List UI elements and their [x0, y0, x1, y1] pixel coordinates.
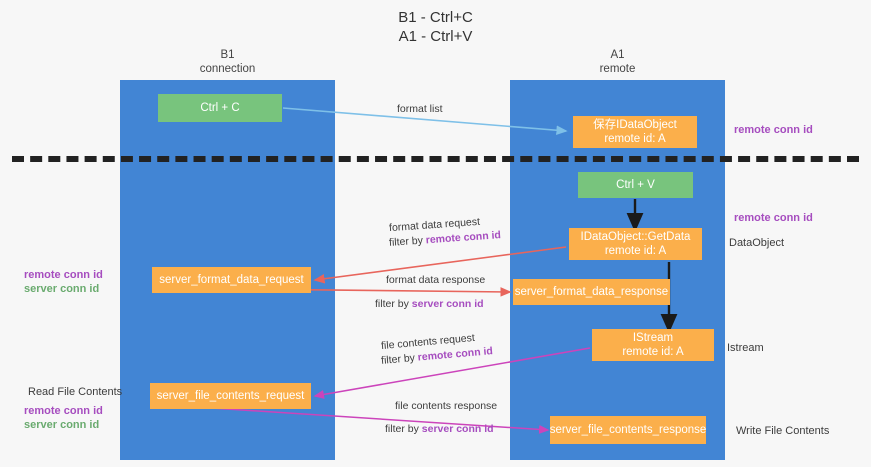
edge-file-contents-request: [313, 347, 591, 399]
side-label-dataobject: DataObject: [729, 237, 785, 249]
side-label-left-conn-ids-2: remote conn id server conn id: [24, 404, 103, 432]
node-idataobject[interactable]: 保存IDataObject remote id: A: [573, 116, 697, 148]
column-header-b1: B1 connection: [120, 48, 335, 76]
node-istream-line2: remote id: A: [622, 346, 684, 358]
side-label-write-file-contents: Write File Contents: [736, 425, 830, 437]
filter-prefix: filter by: [375, 298, 412, 310]
node-idataobject-line1: 保存IDataObject: [593, 119, 677, 131]
edge-label-format-data-response-filter: filter by server conn id: [375, 298, 484, 311]
node-server-file-contents-request[interactable]: server_file_contents_request: [150, 383, 311, 409]
edge-format-data-request: [313, 246, 567, 284]
node-getdata-line2: remote id: A: [604, 245, 667, 257]
side-label-read-file-contents: Read File Contents: [28, 386, 123, 398]
node-istream[interactable]: IStream remote id: A: [592, 329, 714, 361]
filter-prefix: filter by: [380, 351, 419, 367]
node-istream-line1: IStream: [632, 332, 674, 344]
node-getdata[interactable]: IDataObject::GetData remote id: A: [569, 228, 702, 260]
node-getdata-line1: IDataObject::GetData: [580, 231, 691, 243]
page-title-line2: A1 - Ctrl+V: [398, 28, 473, 45]
node-server-format-data-response-label: server_format_data_response: [514, 286, 669, 298]
edge-label-file-contents-response: file contents response: [395, 400, 498, 412]
edge-label-file-contents-response-filter: filter by server conn id: [385, 423, 494, 436]
page-title-line1: B1 - Ctrl+C: [398, 9, 473, 26]
edge-format-list: [282, 107, 568, 136]
edge-label-format-data-response: format data response: [386, 274, 486, 286]
section-divider: [12, 156, 859, 162]
column-header-b1-name: B1: [220, 49, 235, 61]
node-ctrl-v[interactable]: Ctrl + V: [578, 172, 693, 198]
node-ctrl-c[interactable]: Ctrl + C: [158, 94, 282, 122]
column-header-b1-role: connection: [199, 63, 256, 75]
node-server-file-contents-response-label: server_file_contents_response: [549, 424, 707, 436]
side-label-left-remote-conn-id: remote conn id: [24, 269, 103, 281]
node-idataobject-line2: remote id: A: [604, 133, 666, 145]
filter-id-server-conn: server conn id: [421, 423, 494, 435]
node-server-format-data-request-label: server_format_data_request: [159, 274, 304, 286]
node-ctrl-v-label: Ctrl + V: [616, 179, 655, 191]
node-server-file-contents-response[interactable]: server_file_contents_response: [550, 416, 706, 444]
side-label-left-server-conn-id-2: server conn id: [24, 419, 100, 431]
node-ctrl-c-label: Ctrl + C: [200, 102, 240, 114]
side-label-left-conn-ids: remote conn id server conn id: [24, 268, 103, 296]
side-label-remote-conn-id-mid: remote conn id: [734, 212, 813, 224]
filter-prefix: filter by: [385, 423, 422, 435]
column-header-a1: A1 remote: [510, 48, 725, 76]
node-server-file-contents-request-label: server_file_contents_request: [156, 390, 305, 402]
edge-label-format-list: format list: [397, 103, 443, 115]
side-label-left-remote-conn-id-2: remote conn id: [24, 405, 103, 417]
column-header-a1-name: A1: [610, 49, 625, 61]
filter-id-server-conn: server conn id: [411, 298, 484, 310]
side-label-left-server-conn-id: server conn id: [24, 283, 100, 295]
side-label-remote-conn-id-top: remote conn id: [734, 124, 813, 136]
node-server-format-data-response[interactable]: server_format_data_response: [513, 279, 670, 305]
side-label-istream: Istream: [727, 342, 764, 354]
column-header-a1-role: remote: [599, 63, 636, 75]
filter-prefix: filter by: [388, 234, 427, 249]
node-server-format-data-request[interactable]: server_format_data_request: [152, 267, 311, 293]
